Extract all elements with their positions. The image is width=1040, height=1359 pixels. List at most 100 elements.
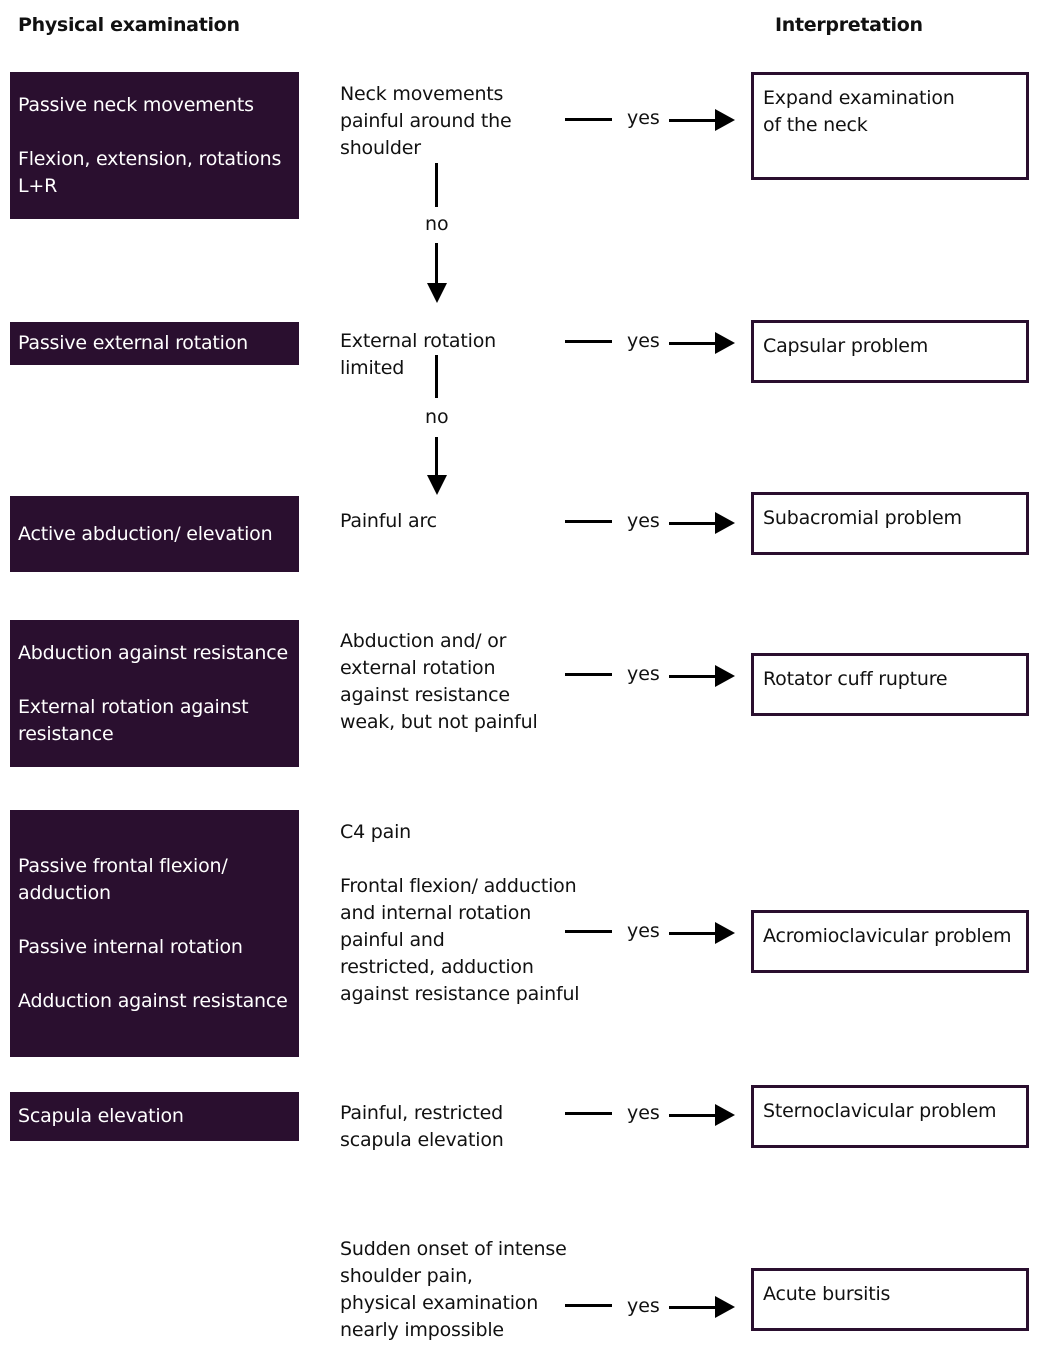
yes-connector-line [565, 340, 612, 343]
interpretation-line: of the neck [763, 114, 868, 136]
question-acromioclavicular: C4 pain Frontal flexion/ adduction and i… [340, 819, 580, 1008]
interpretation-box-neck: Expand examination of the neck [751, 72, 1029, 180]
exam-box-acromioclavicular: Passive frontal flexion/ adduction Passi… [10, 810, 299, 1057]
exam-box-resistance: Abduction against resistance External ro… [10, 620, 299, 767]
yes-label: yes [627, 330, 660, 352]
arrow-down-icon [427, 283, 447, 303]
exam-line: Passive neck movements [18, 93, 254, 116]
interpretation-box-bursitis: Acute bursitis [751, 1268, 1029, 1331]
question-line: shoulder pain, [340, 1265, 473, 1287]
question-line: External rotation [340, 330, 496, 352]
question-line: scapula elevation [340, 1129, 504, 1151]
arrow-shaft [669, 119, 717, 122]
yes-connector-line [565, 520, 612, 523]
exam-line: Scapula elevation [18, 1105, 184, 1127]
no-connector-line [435, 437, 438, 477]
yes-label: yes [627, 920, 660, 942]
arrow-right-icon [715, 109, 735, 131]
yes-connector-line [565, 930, 612, 933]
yes-label: yes [627, 1295, 660, 1317]
no-label: no [425, 406, 449, 428]
exam-line: L+R [18, 174, 58, 197]
arrow-right-icon [715, 665, 735, 687]
question-line: Sudden onset of intense [340, 1238, 567, 1260]
question-line: Frontal flexion/ adduction [340, 875, 577, 897]
exam-line: Passive internal rotation [18, 935, 243, 958]
question-line: shoulder [340, 137, 421, 159]
exam-line: External rotation against [18, 695, 249, 718]
question-line: and internal rotation [340, 902, 532, 924]
exam-line: adduction [18, 881, 111, 904]
question-rotator-cuff: Abduction and/ or external rotation agai… [340, 628, 538, 736]
yes-label: yes [627, 107, 660, 129]
exam-line: Abduction against resistance [18, 641, 288, 664]
arrow-right-icon [715, 332, 735, 354]
yes-label: yes [627, 1102, 660, 1124]
interpretation-line: Sternoclavicular problem [763, 1100, 997, 1122]
yes-connector-line [565, 1112, 612, 1115]
exam-box-external-rotation: Passive external rotation [10, 322, 299, 365]
interpretation-line: Capsular problem [763, 335, 929, 357]
arrow-shaft [669, 675, 717, 678]
question-line: nearly impossible [340, 1319, 504, 1341]
yes-connector-line [565, 118, 612, 121]
question-bursitis: Sudden onset of intense shoulder pain, p… [340, 1236, 567, 1344]
yes-connector-line [565, 1304, 612, 1307]
interpretation-box-sternoclavicular: Sternoclavicular problem [751, 1085, 1029, 1148]
question-line: physical examination [340, 1292, 539, 1314]
question-line: Neck movements [340, 83, 504, 105]
interpretation-header: Interpretation [775, 14, 923, 36]
physical-examination-header: Physical examination [18, 14, 240, 36]
arrow-shaft [669, 342, 717, 345]
arrow-right-icon [715, 922, 735, 944]
no-connector-line [435, 163, 438, 207]
arrow-right-icon [715, 512, 735, 534]
question-line: against resistance [340, 684, 510, 706]
yes-connector-line [565, 673, 612, 676]
question-line: Painful arc [340, 510, 437, 532]
exam-box-neck: Passive neck movements Flexion, extensio… [10, 72, 299, 219]
exam-line: resistance [18, 722, 114, 745]
interpretation-line: Acromioclavicular problem [763, 925, 1012, 947]
arrow-shaft [669, 1114, 717, 1117]
interpretation-box-subacromial: Subacromial problem [751, 492, 1029, 555]
no-connector-line [435, 243, 438, 285]
interpretation-line: Rotator cuff rupture [763, 668, 948, 690]
question-line: Painful, restricted [340, 1102, 504, 1124]
exam-line: Adduction against resistance [18, 989, 288, 1012]
arrow-down-icon [427, 475, 447, 495]
question-line: Abduction and/ or [340, 630, 507, 652]
question-line: C4 pain [340, 821, 412, 843]
exam-line: Passive frontal flexion/ [18, 854, 228, 877]
question-painful-arc: Painful arc [340, 508, 437, 535]
arrow-right-icon [715, 1296, 735, 1318]
exam-line: Flexion, extension, rotations [18, 147, 282, 170]
exam-box-scapula: Scapula elevation [10, 1092, 299, 1141]
arrow-shaft [669, 522, 717, 525]
exam-line: Active abduction/ elevation [18, 522, 273, 545]
yes-label: yes [627, 663, 660, 685]
interpretation-box-rotator-cuff: Rotator cuff rupture [751, 653, 1029, 716]
exam-box-active-abduction: Active abduction/ elevation [10, 496, 299, 572]
question-neck: Neck movements painful around the should… [340, 81, 512, 162]
no-label: no [425, 213, 449, 235]
interpretation-box-acromioclavicular: Acromioclavicular problem [751, 910, 1029, 973]
question-line: external rotation [340, 657, 496, 679]
interpretation-line: Subacromial problem [763, 507, 962, 529]
arrow-shaft [669, 932, 717, 935]
question-line: painful and [340, 929, 445, 951]
interpretation-line: Expand examination [763, 87, 955, 109]
interpretation-box-capsular: Capsular problem [751, 320, 1029, 383]
question-line: restricted, adduction [340, 956, 534, 978]
arrow-right-icon [715, 1104, 735, 1126]
exam-line: Passive external rotation [18, 332, 249, 354]
interpretation-line: Acute bursitis [763, 1283, 891, 1305]
question-line: painful around the [340, 110, 512, 132]
question-scapula: Painful, restricted scapula elevation [340, 1100, 504, 1154]
question-line: limited [340, 357, 405, 379]
arrow-shaft [669, 1306, 717, 1309]
yes-label: yes [627, 510, 660, 532]
question-line: weak, but not painful [340, 711, 538, 733]
question-external-rotation: External rotation limited [340, 328, 496, 382]
no-connector-line [435, 355, 438, 398]
